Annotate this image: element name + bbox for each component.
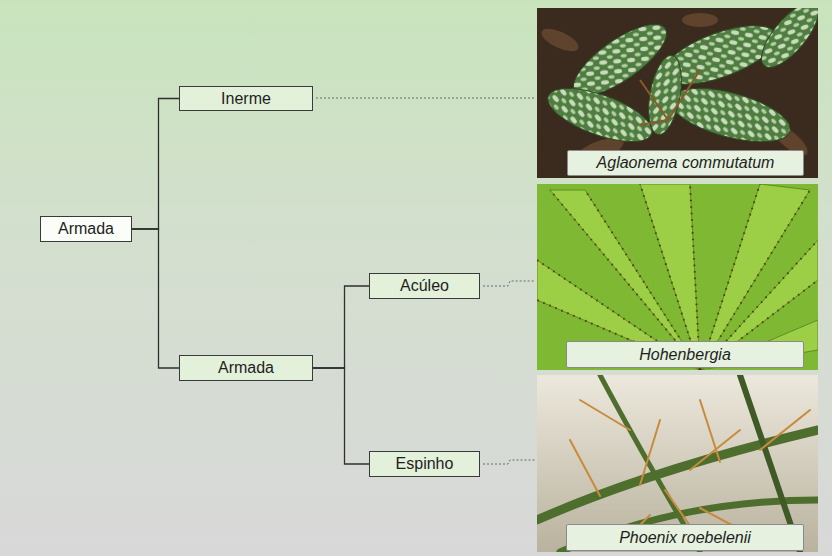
category-box: Acúleo (369, 273, 480, 299)
node-label: Armada (58, 219, 114, 238)
photo-caption: Hohenbergia (566, 341, 804, 368)
photo-caption: Aglaonema commutatum (567, 150, 804, 176)
plant-photo (537, 184, 818, 370)
node-label: Acúleo (400, 276, 449, 295)
tree-connector (313, 368, 369, 464)
photo-caption: Phoenix roebelenii (566, 524, 804, 551)
category-box: Armada (179, 355, 313, 381)
leader-lines (316, 98, 535, 464)
category-box: Espinho (369, 451, 480, 477)
node-label: Hohenbergia (639, 345, 731, 364)
tree-connector (313, 286, 369, 368)
node-label: Espinho (396, 454, 454, 473)
plant-photo (537, 375, 818, 552)
root-box: Armada (40, 216, 132, 242)
category-box: Inerme (179, 86, 313, 111)
plant-photo (537, 8, 818, 178)
node-label: Aglaonema commutatum (597, 153, 775, 172)
node-label: Inerme (221, 89, 271, 108)
tree-connector (132, 229, 179, 368)
tree-connector (132, 99, 179, 230)
node-label: Armada (218, 358, 274, 377)
node-label: Phoenix roebelenii (619, 528, 751, 547)
